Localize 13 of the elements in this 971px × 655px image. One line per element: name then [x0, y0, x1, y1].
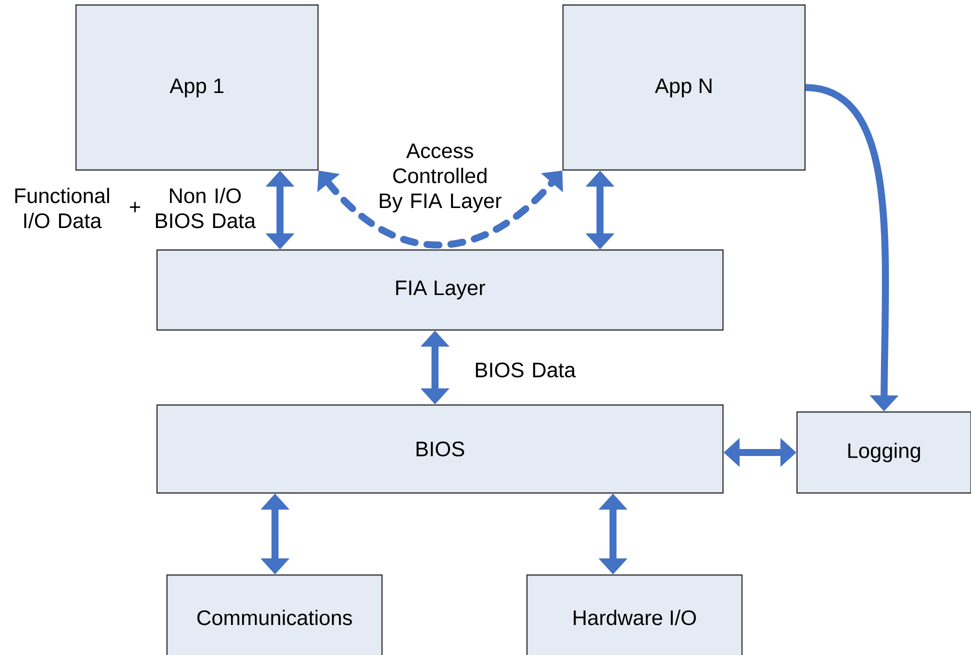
- arrow: [317, 170, 563, 249]
- note-label: Non I/O BIOS Data: [156, 188, 256, 228]
- process-box: App 1: [75, 4, 319, 171]
- process-box: Communications: [166, 574, 383, 655]
- process-box: Hardware I/O: [526, 574, 743, 655]
- edge-label: BIOS Data: [476, 362, 576, 378]
- note-label: Functional I/O Data: [15, 188, 110, 228]
- process-box: Logging: [796, 411, 971, 494]
- edge-label: Access Controlled By FIA Layer: [380, 144, 502, 212]
- note-label: +: [130, 202, 140, 212]
- process-box: BIOS: [156, 404, 724, 494]
- process-box: FIA Layer: [156, 249, 724, 331]
- process-box: App N: [562, 4, 806, 171]
